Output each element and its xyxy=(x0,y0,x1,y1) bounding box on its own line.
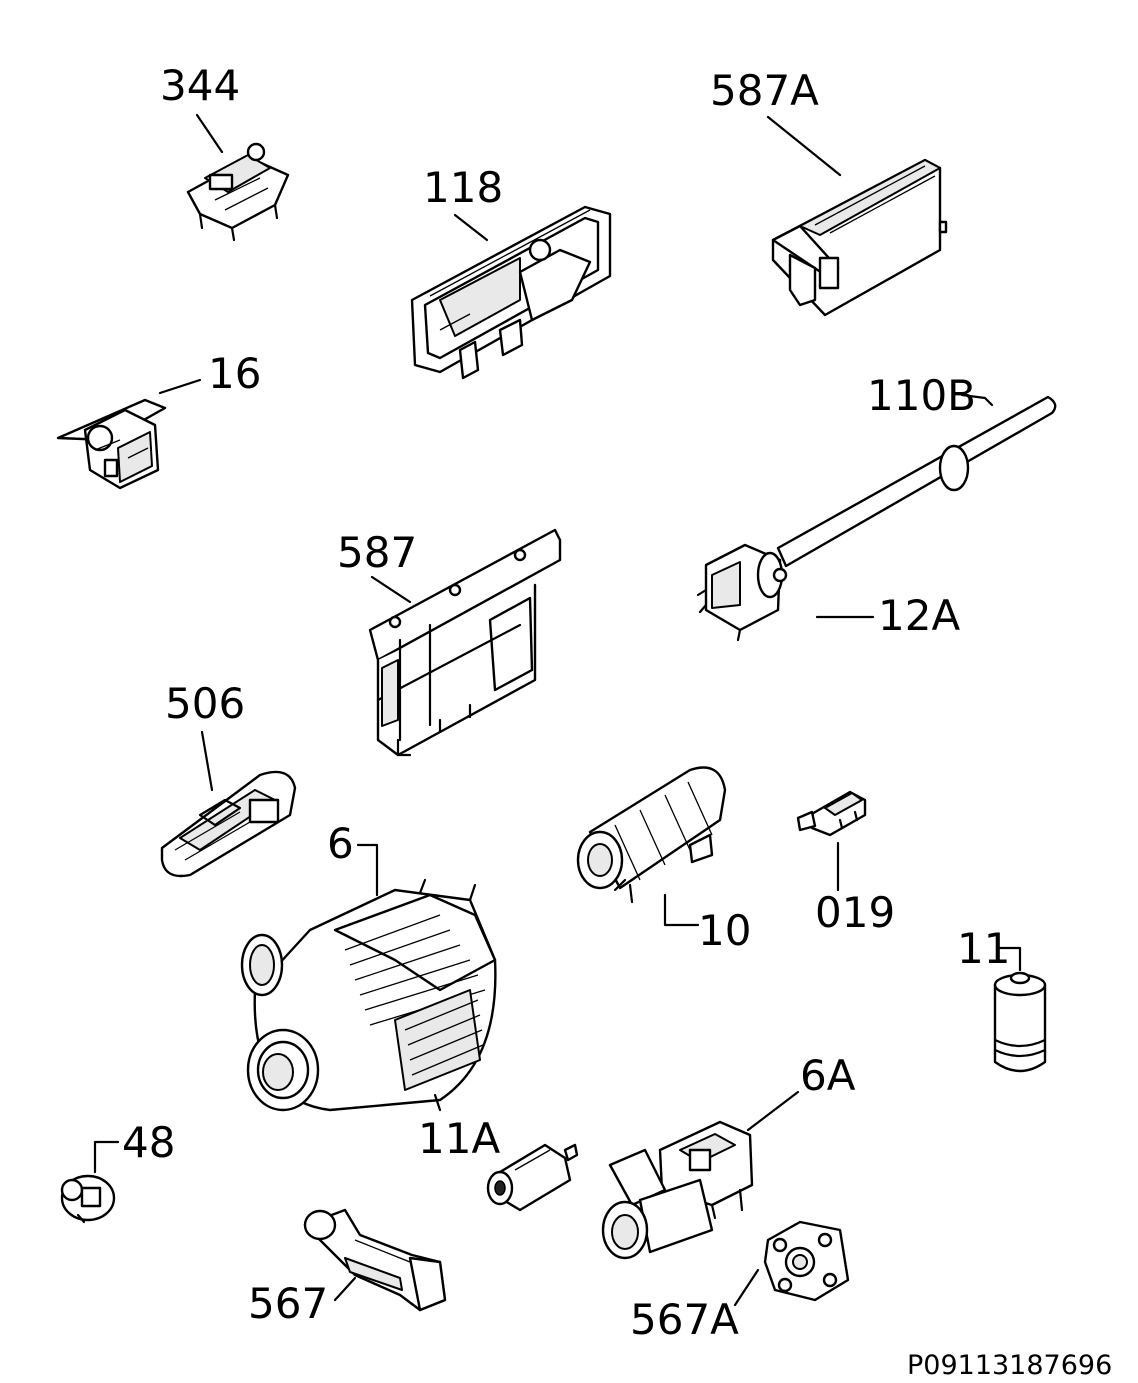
label-506: 506 xyxy=(165,679,245,728)
part-118[interactable] xyxy=(410,205,612,380)
label-587: 587 xyxy=(337,528,417,577)
part-16[interactable] xyxy=(56,398,167,490)
label-6A: 6A xyxy=(800,1051,856,1100)
label-16: 16 xyxy=(208,349,261,398)
part-587[interactable] xyxy=(368,528,562,757)
leader-16 xyxy=(158,378,202,395)
label-6: 6 xyxy=(327,819,354,868)
leader-506 xyxy=(200,730,214,792)
part-567A[interactable] xyxy=(763,1220,850,1302)
label-567A: 567A xyxy=(630,1295,739,1344)
label-344: 344 xyxy=(160,61,240,110)
leader-48 xyxy=(93,1140,120,1174)
leader-6A xyxy=(746,1090,800,1132)
leader-587A xyxy=(766,115,842,177)
label-48: 48 xyxy=(122,1118,175,1167)
part-567[interactable] xyxy=(303,1208,447,1312)
label-587A: 587A xyxy=(710,66,819,115)
leader-567 xyxy=(333,1276,357,1302)
part-506[interactable] xyxy=(160,770,297,878)
leader-567A xyxy=(733,1268,760,1307)
leader-118 xyxy=(453,213,489,242)
part-6A[interactable] xyxy=(601,1120,754,1260)
part-12A[interactable] xyxy=(696,395,1057,642)
label-110B: 110B xyxy=(867,371,976,420)
label-118: 118 xyxy=(423,163,503,212)
leader-344 xyxy=(195,113,224,154)
label-12A: 12A xyxy=(878,591,960,640)
part-11A[interactable] xyxy=(486,1143,579,1212)
leader-587 xyxy=(370,575,412,604)
leader-10 xyxy=(663,893,700,927)
part-344[interactable] xyxy=(186,142,290,242)
part-587A[interactable] xyxy=(771,158,948,317)
label-11A: 11A xyxy=(418,1114,500,1163)
leader-110B xyxy=(960,393,994,407)
part-11[interactable] xyxy=(993,971,1047,1073)
part-48[interactable] xyxy=(60,1174,116,1224)
leader-11 xyxy=(998,946,1022,972)
label-567: 567 xyxy=(248,1279,328,1328)
leader-6 xyxy=(356,843,379,897)
part-6[interactable] xyxy=(240,878,497,1112)
part-10[interactable] xyxy=(576,766,727,904)
label-10: 10 xyxy=(698,906,751,955)
part-019[interactable] xyxy=(796,790,867,837)
label-019: 019 xyxy=(815,888,895,937)
diagram-code: P09113187696 xyxy=(907,1350,1112,1381)
